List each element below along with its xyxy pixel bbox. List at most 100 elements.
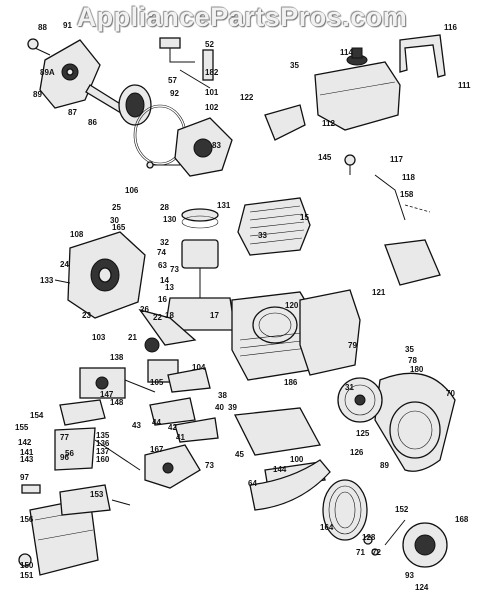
part-callout-101: 101 [205, 88, 219, 97]
part-callout-33: 33 [258, 231, 267, 240]
part-callout-138: 138 [110, 353, 124, 362]
part-callout-52: 52 [205, 40, 214, 49]
part-callout-25: 25 [112, 203, 121, 212]
part-callout-111: 111 [458, 81, 471, 90]
part-callout-88: 88 [38, 23, 47, 32]
part-callout-152: 152 [395, 505, 409, 514]
part-callout-71: 71 [356, 548, 365, 557]
part-callout-112: 112 [322, 119, 335, 128]
part-callout-72: 72 [372, 548, 381, 557]
part-callout-38: 38 [218, 391, 227, 400]
part-callout-147: 147 [100, 390, 114, 399]
part-callout-30: 30 [110, 216, 119, 225]
part-callout-35: 35 [405, 345, 414, 354]
part-callout-100: 100 [290, 455, 304, 464]
part-callout-150: 150 [20, 561, 34, 570]
part-callout-17: 17 [210, 311, 219, 320]
part-callout-28: 28 [160, 203, 169, 212]
part-callout-97: 97 [20, 473, 29, 482]
part-callout-121: 121 [372, 288, 386, 297]
part-callout-114: 114 [340, 48, 353, 57]
blower-housing-group [299, 239, 456, 472]
part-callout-91: 91 [63, 21, 72, 30]
engine-block-group [164, 197, 319, 381]
part-callout-160: 160 [96, 455, 110, 464]
part-callout-141: 141 [20, 448, 34, 457]
part-callout-105: 105 [150, 378, 164, 387]
muffler-guard-group [249, 459, 368, 541]
part-callout-180: 180 [410, 365, 424, 374]
part-callout-74: 74 [157, 248, 166, 257]
governor-group [146, 37, 233, 177]
part-callout-120: 120 [285, 301, 299, 310]
part-callout-15: 15 [300, 213, 309, 222]
air-filter-group [18, 484, 131, 576]
fuel-tank-group [264, 34, 446, 221]
rewind-starter-group [363, 519, 448, 568]
part-callout-151: 151 [20, 571, 34, 580]
part-callout-124: 124 [415, 583, 429, 592]
recoil-starter-group [27, 38, 187, 166]
part-callout-24: 24 [60, 260, 69, 269]
part-callout-142: 142 [18, 438, 32, 447]
part-callout-45: 45 [235, 450, 244, 459]
part-callout-18: 18 [165, 311, 174, 320]
part-callout-145: 145 [318, 153, 332, 162]
part-callout-22: 22 [153, 313, 162, 322]
part-callout-167: 167 [150, 445, 164, 454]
part-callout-96: 96 [60, 453, 69, 462]
part-callout-148: 148 [110, 398, 124, 407]
part-callout-89A: 89A [40, 68, 55, 77]
part-callout-106: 106 [125, 186, 139, 195]
crankcase-cover-group [54, 231, 197, 353]
part-callout-133: 133 [40, 276, 54, 285]
part-callout-154: 154 [30, 411, 44, 420]
part-callout-92: 92 [170, 89, 179, 98]
part-callout-39: 39 [228, 403, 237, 412]
part-callout-136: 136 [96, 439, 110, 448]
part-callout-86: 86 [88, 118, 97, 127]
part-callout-93: 93 [405, 571, 414, 580]
part-callout-13: 13 [165, 283, 174, 292]
part-callout-23: 23 [82, 311, 91, 320]
part-callout-31: 31 [345, 383, 354, 392]
part-callout-102: 102 [205, 103, 219, 112]
part-callout-70: 70 [446, 389, 455, 398]
part-callout-122: 122 [240, 93, 254, 102]
part-callout-156: 156 [20, 515, 34, 524]
part-callout-26: 26 [140, 305, 149, 314]
part-callout-168: 168 [455, 515, 469, 524]
part-callout-41: 41 [176, 433, 185, 442]
part-callout-64: 64 [248, 479, 257, 488]
part-callout-118: 118 [402, 173, 415, 182]
part-callout-57: 57 [168, 76, 177, 85]
part-callout-135: 135 [96, 431, 110, 440]
part-callout-164: 164 [320, 523, 334, 532]
part-callout-186: 186 [284, 378, 298, 387]
part-callout-108: 108 [70, 230, 84, 239]
part-callout-126: 126 [350, 448, 364, 457]
part-callout-14: 14 [160, 276, 169, 285]
part-callout-103: 103 [92, 333, 106, 342]
part-callout-143: 143 [20, 455, 34, 464]
part-callout-117: 117 [390, 155, 403, 164]
part-callout-125: 125 [356, 429, 370, 438]
part-callout-155: 155 [15, 423, 29, 432]
part-callout-89: 89 [33, 90, 42, 99]
part-callout-78: 78 [408, 356, 417, 365]
part-callout-63: 63 [158, 261, 167, 270]
part-callout-40: 40 [215, 403, 224, 412]
part-callout-21: 21 [128, 333, 137, 342]
part-callout-87: 87 [68, 108, 77, 117]
part-callout-153: 153 [90, 490, 104, 499]
part-callout-165: 165 [112, 223, 126, 232]
part-callout-79: 79 [348, 341, 357, 350]
part-callout-44: 44 [152, 418, 161, 427]
part-callout-131: 131 [217, 201, 231, 210]
part-callout-43: 43 [132, 421, 141, 430]
part-callout-42: 42 [168, 423, 177, 432]
part-callout-128: 128 [362, 533, 376, 542]
part-callout-73: 73 [170, 265, 179, 274]
part-callout-104: 104 [192, 363, 206, 372]
